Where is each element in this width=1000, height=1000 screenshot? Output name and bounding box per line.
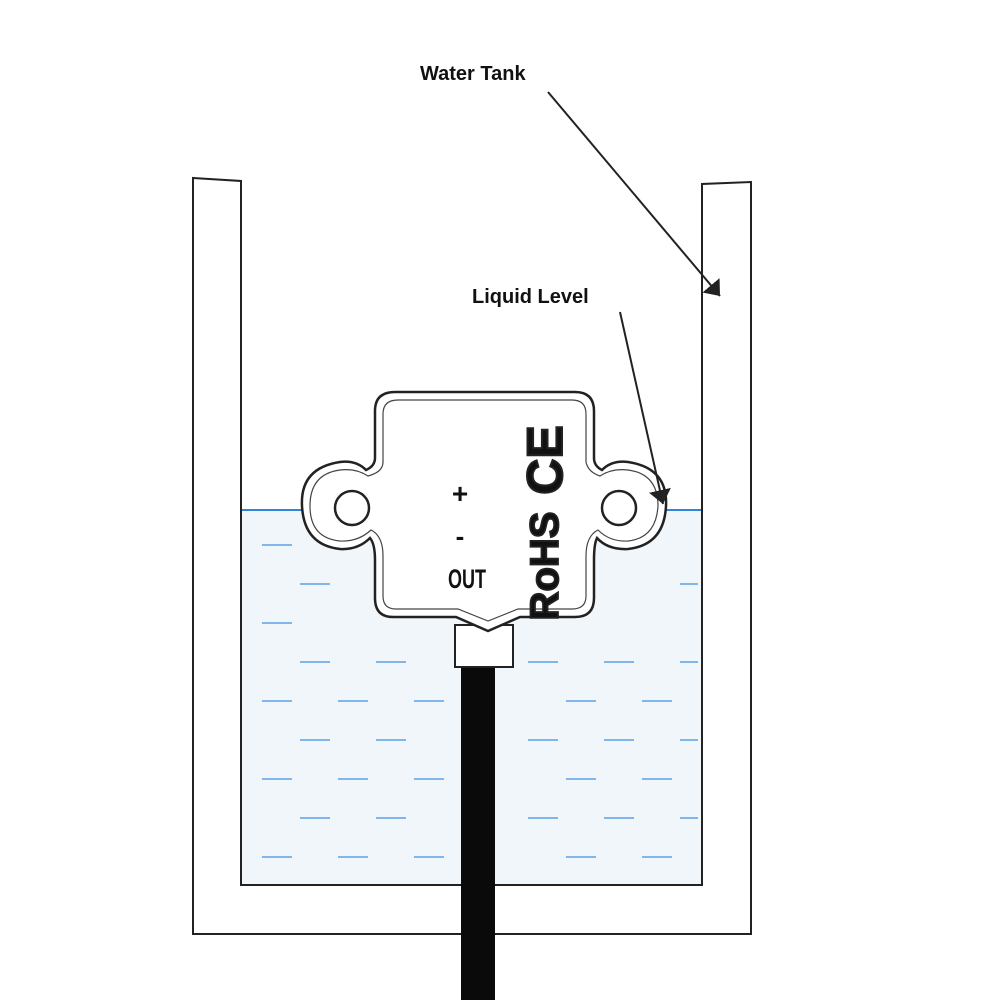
sensor-cable bbox=[461, 663, 495, 1000]
minus-label: - bbox=[456, 521, 465, 551]
mounting-hole-right bbox=[600, 489, 638, 527]
water-tank bbox=[192, 176, 752, 935]
liquid-level-arrow bbox=[619, 311, 671, 505]
water-dashes bbox=[262, 544, 698, 858]
sensor-body-inner bbox=[309, 399, 659, 622]
plus-label: + bbox=[452, 478, 468, 509]
mounting-hole-left bbox=[333, 489, 371, 527]
svg-text:RoHS: RoHS bbox=[523, 512, 567, 621]
svg-text:CE: CE bbox=[517, 425, 573, 494]
ce-mark-icon: CE bbox=[516, 424, 574, 495]
rohs-mark: RoHS bbox=[522, 511, 568, 622]
cable-sleeve bbox=[454, 624, 514, 668]
out-label: OUT bbox=[448, 565, 486, 594]
liquid-level-label: Liquid Level bbox=[472, 286, 589, 308]
sensor-body bbox=[300, 390, 668, 633]
water-tank-arrow bbox=[547, 91, 721, 297]
water-tank-label: Water Tank bbox=[420, 63, 526, 85]
